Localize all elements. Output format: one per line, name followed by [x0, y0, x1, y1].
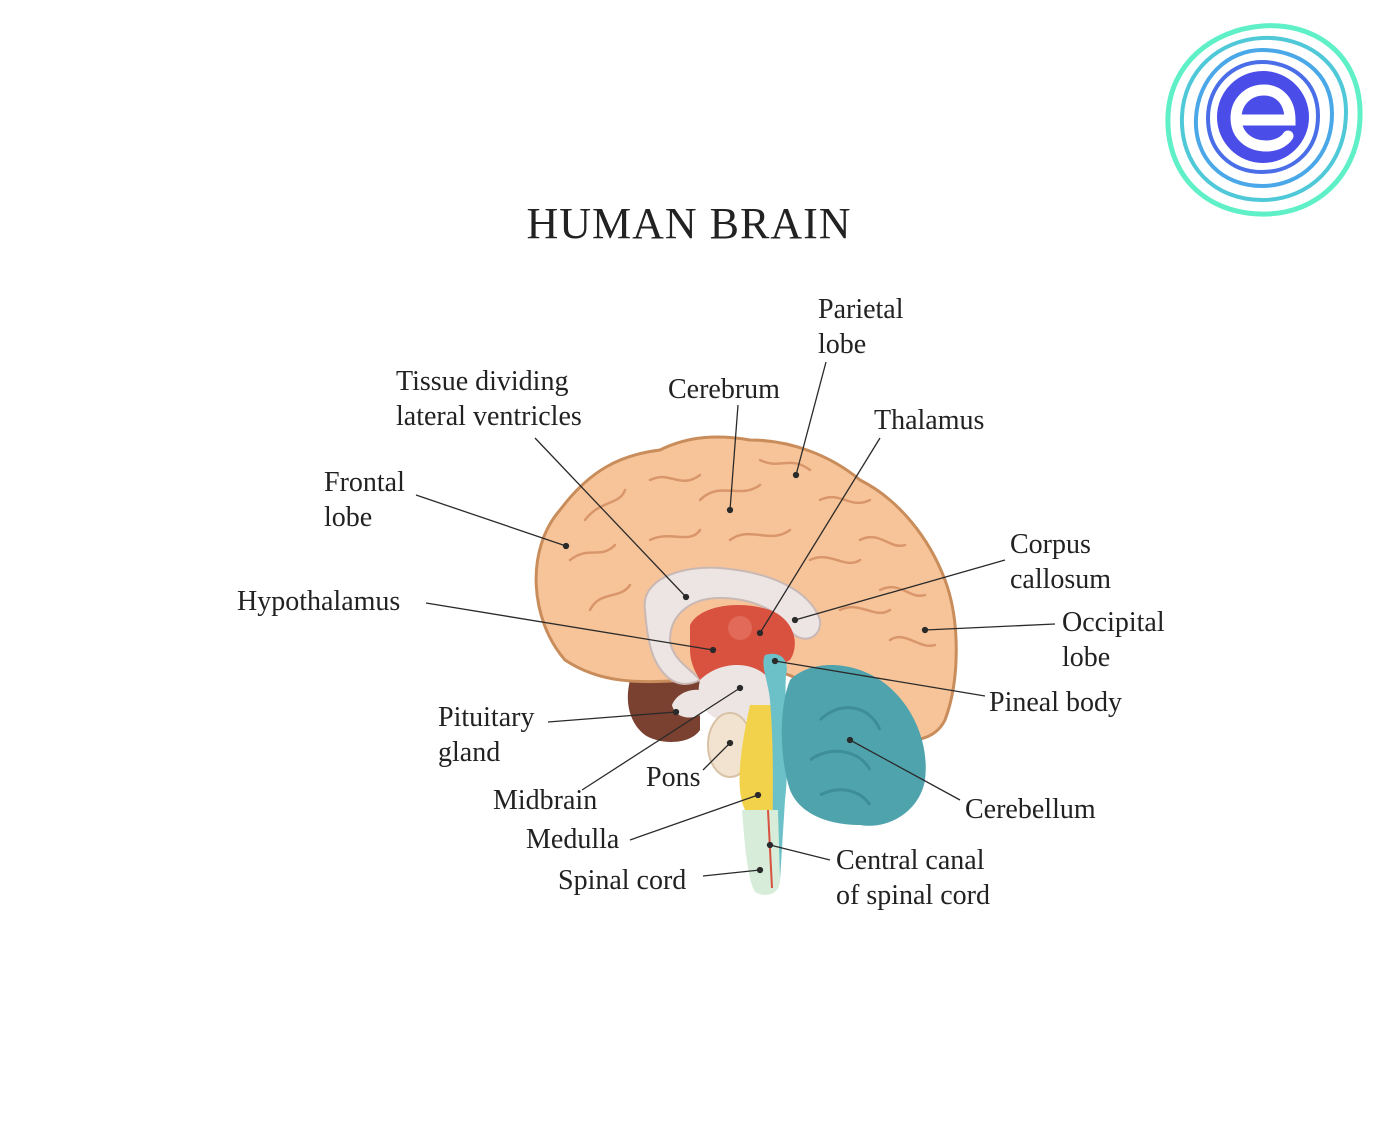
label-occipital-line1: Occipital	[1062, 607, 1165, 638]
label-corpus-line1: Corpus	[1010, 529, 1091, 560]
label-tissue-line1: Tissue dividing	[396, 366, 569, 397]
label-parietal-lobe: Parietal lobe	[818, 292, 904, 362]
gyri-lines	[568, 458, 937, 648]
label-pineal-body: Pineal body	[989, 687, 1122, 718]
label-midbrain: Midbrain	[493, 785, 598, 816]
label-central-canal: Central canal of spinal cord	[836, 843, 990, 913]
label-pons: Pons	[646, 762, 701, 793]
ventricle-strip	[763, 653, 788, 880]
label-cerebellum: Cerebellum	[965, 794, 1096, 825]
label-parietal-line1: Parietal	[818, 294, 904, 325]
leader-lines	[415, 361, 1056, 877]
label-corpus-line2: callosum	[1010, 564, 1112, 595]
pituitary-shape	[672, 689, 712, 718]
label-tissue-dividing: Tissue dividing lateral ventricles	[396, 364, 582, 434]
label-pituitary-gland: Pituitary gland	[438, 700, 534, 770]
label-parietal-line2: lobe	[818, 329, 867, 360]
label-pituitary-line1: Pituitary	[438, 702, 535, 733]
label-thalamus: Thalamus	[874, 405, 985, 436]
diagram-title: HUMAN BRAIN	[526, 199, 852, 248]
cerebellum-shape	[781, 665, 926, 826]
brainstem-shape	[739, 705, 781, 810]
label-frontal-lobe: Frontal lobe	[324, 465, 405, 535]
label-central-line2: of spinal cord	[836, 880, 990, 911]
label-medulla: Medulla	[526, 824, 620, 855]
label-spinal-cord: Spinal cord	[558, 865, 687, 896]
label-pituitary-line2: gland	[438, 737, 501, 768]
label-frontal-line2: lobe	[324, 502, 373, 533]
label-cerebrum: Cerebrum	[668, 374, 780, 405]
label-hypothalamus: Hypothalamus	[237, 586, 401, 617]
label-occipital-line2: lobe	[1062, 642, 1111, 673]
embibe-logo	[1165, 23, 1363, 217]
spinal-cord-shape	[742, 810, 780, 895]
label-tissue-line2: lateral ventricles	[396, 401, 582, 432]
label-frontal-line1: Frontal	[324, 467, 405, 498]
label-central-line1: Central canal	[836, 845, 985, 876]
label-occipital-lobe: Occipital lobe	[1062, 605, 1165, 675]
label-corpus-callosum: Corpus callosum	[1010, 527, 1111, 597]
